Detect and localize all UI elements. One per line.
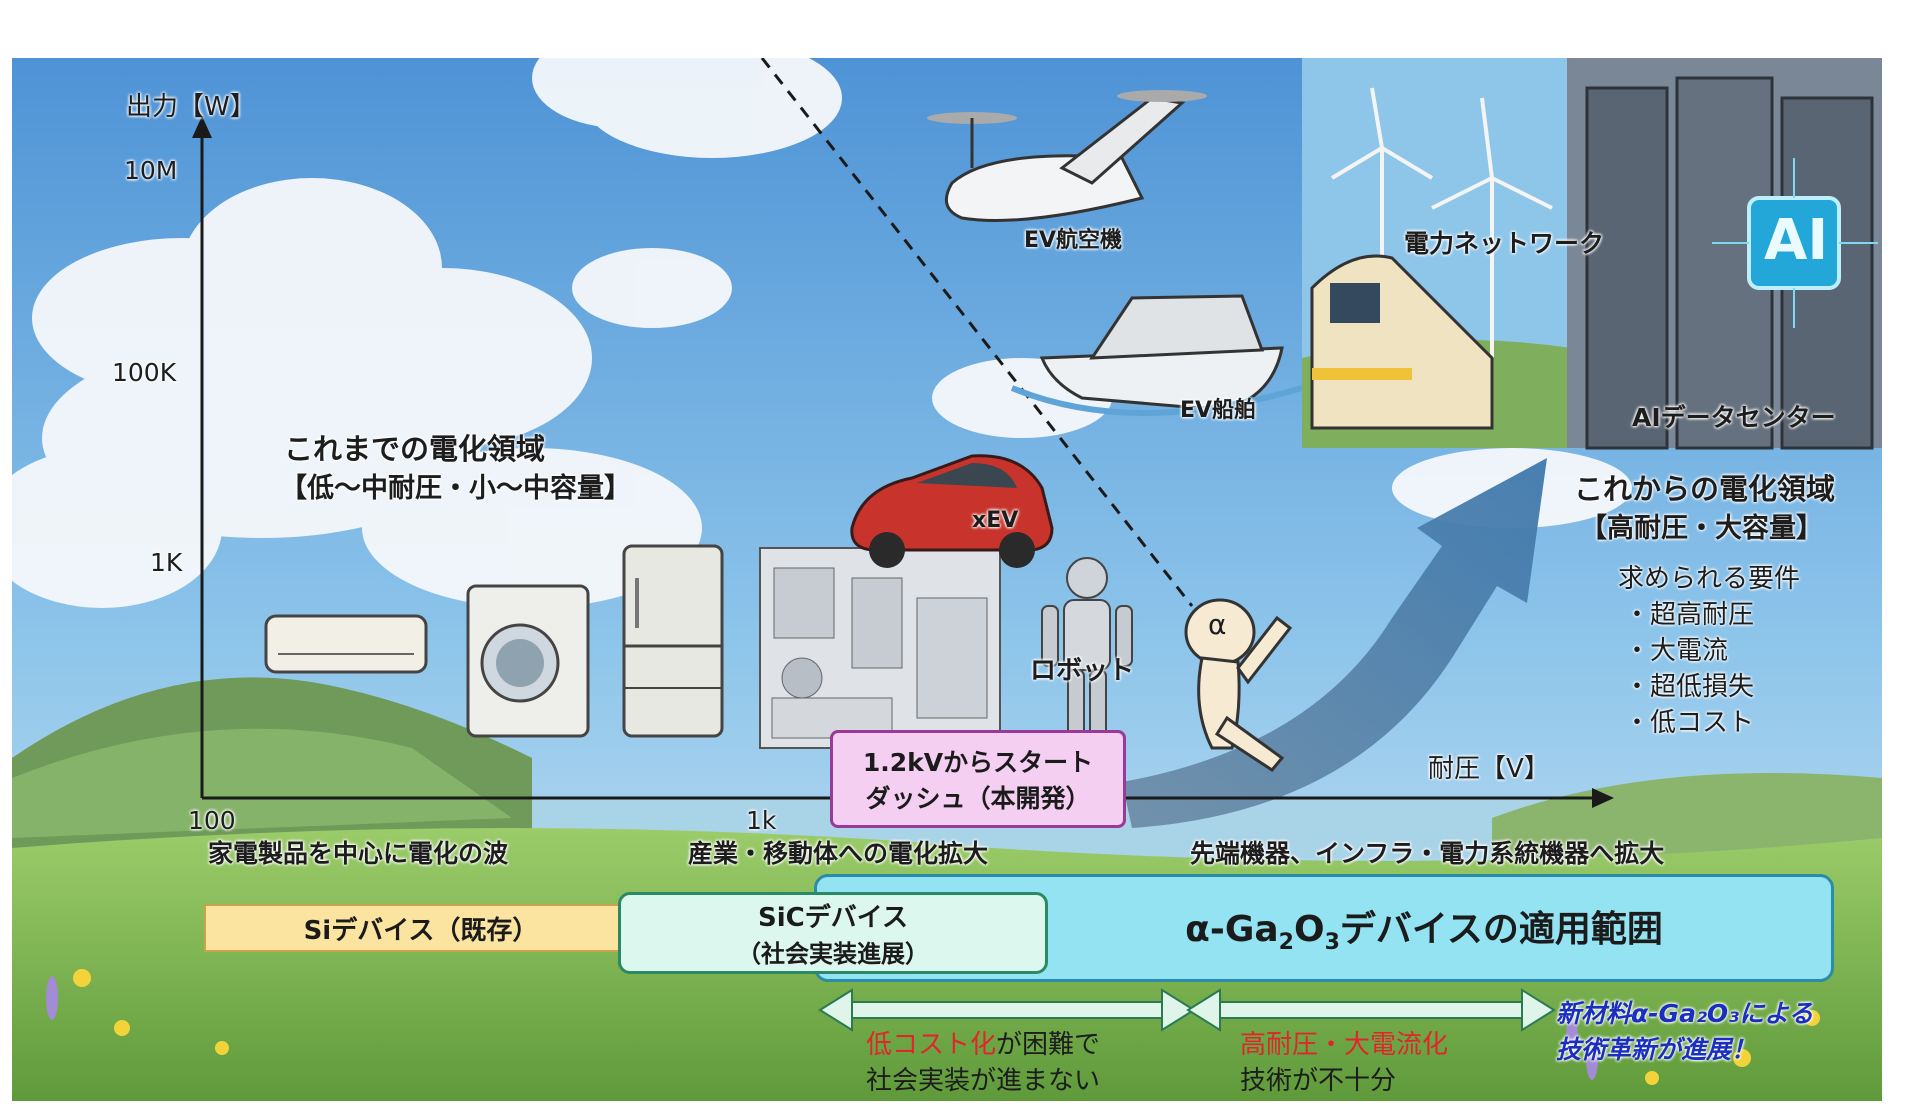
requirement-item: ・大電流: [1624, 636, 1729, 666]
ev-aircraft-illustration: [927, 90, 1207, 222]
requirement-item: ・低コスト: [1624, 708, 1755, 738]
issue-arrows: [818, 988, 1556, 1032]
lavender: [46, 976, 1598, 1080]
issue-arrow-2: [1186, 988, 1556, 1032]
past-region-subtitle: 【低～中耐圧・小～中容量】: [280, 473, 631, 504]
issue-arrow-1: [818, 988, 1196, 1032]
issue-2-line2: 技術が不十分: [1240, 1066, 1397, 1096]
issue-2-line1: 高耐圧・大電流化: [1240, 1030, 1449, 1060]
sic-device-label: SiCデバイス: [758, 903, 908, 933]
y-axis-label: 出力【W】: [126, 92, 256, 122]
robot-label: ロボット: [1030, 656, 1135, 686]
air-conditioner-illustration: [264, 614, 428, 674]
flowers: [73, 969, 1820, 1085]
alpha-mark: α: [1208, 608, 1227, 641]
xev-label: xEV: [972, 508, 1019, 533]
issue-3-line1: 新材料α-Ga₂O₃による: [1556, 999, 1814, 1028]
wave-label-1: 家電製品を中心に電化の波: [208, 839, 509, 868]
ga2o3-device-bar: α-Ga2O3デバイスの適用範囲: [814, 874, 1834, 982]
startdash-line2: ダッシュ（本開発）: [865, 784, 1091, 813]
growth-arrow: [1122, 458, 1547, 828]
si-device-bar: Siデバイス（既存）: [204, 904, 638, 952]
startdash-line1: 1.2kVからスタート: [862, 748, 1094, 777]
issue-1-line1: 低コスト化が困難で: [866, 1030, 1101, 1060]
robot-illustration: [1041, 557, 1133, 761]
sic-device-sublabel: （社会実装進展）: [737, 940, 929, 968]
ev-ship-illustration: [1010, 294, 1303, 416]
issue-3-line2: 技術革新が進展！: [1556, 1035, 1757, 1064]
ai-datacenter-panel: [1567, 58, 1882, 450]
wave-label-2: 産業・移動体への電化拡大: [688, 839, 989, 868]
x-tick-100: 100: [188, 806, 236, 835]
industrial-machine-illustration: [759, 547, 1001, 749]
washing-machine-illustration: [466, 584, 590, 738]
startdash-box: 1.2kVからスタート ダッシュ（本開発）: [830, 730, 1126, 828]
diagram-frame: 出力【W】 耐圧【V】 10M 100K 1K 100 1k これまでの電化領域…: [12, 58, 1882, 1101]
ga2o3-device-label: α-Ga2O3デバイスの適用範囲: [1185, 909, 1663, 956]
y-tick-100k: 100K: [112, 358, 177, 387]
requirement-item: ・超低損失: [1624, 672, 1755, 702]
y-tick-10m: 10M: [124, 156, 178, 185]
ev-ship-label: EV船舶: [1180, 398, 1257, 423]
power-network-panel: [1302, 58, 1572, 448]
x-tick-1k: 1k: [746, 806, 777, 835]
requirements-title: 求められる要件: [1618, 564, 1801, 594]
future-region-subtitle: 【高耐圧・大容量】: [1580, 513, 1823, 544]
ai-chip-label: AI: [1764, 208, 1829, 273]
future-region-title: これからの電化領域: [1574, 472, 1836, 506]
boundary-dashed-line: [760, 58, 1194, 607]
issue-1-line2: 社会実装が進まない: [866, 1066, 1101, 1096]
ev-aircraft-label: EV航空機: [1024, 228, 1123, 253]
power-network-label: 電力ネットワーク: [1404, 229, 1605, 258]
requirement-item: ・超高耐圧: [1624, 600, 1755, 630]
past-region-title: これまでの電化領域: [284, 432, 546, 466]
alpha-mascot-illustration: [1184, 598, 1293, 772]
xev-car-illustration: [850, 454, 1054, 568]
y-tick-1k: 1K: [150, 548, 183, 577]
wave-label-3: 先端機器、インフラ・電力系統機器へ拡大: [1190, 839, 1665, 868]
ai-datacenter-label: AIデータセンター: [1632, 403, 1836, 432]
clouds: [12, 58, 1632, 608]
refrigerator-illustration: [622, 544, 724, 738]
si-device-label: Siデバイス（既存）: [303, 915, 539, 946]
x-axis-label: 耐圧【V】: [1428, 754, 1550, 784]
sic-device-bar: SiCデバイス （社会実装進展）: [618, 892, 1048, 974]
